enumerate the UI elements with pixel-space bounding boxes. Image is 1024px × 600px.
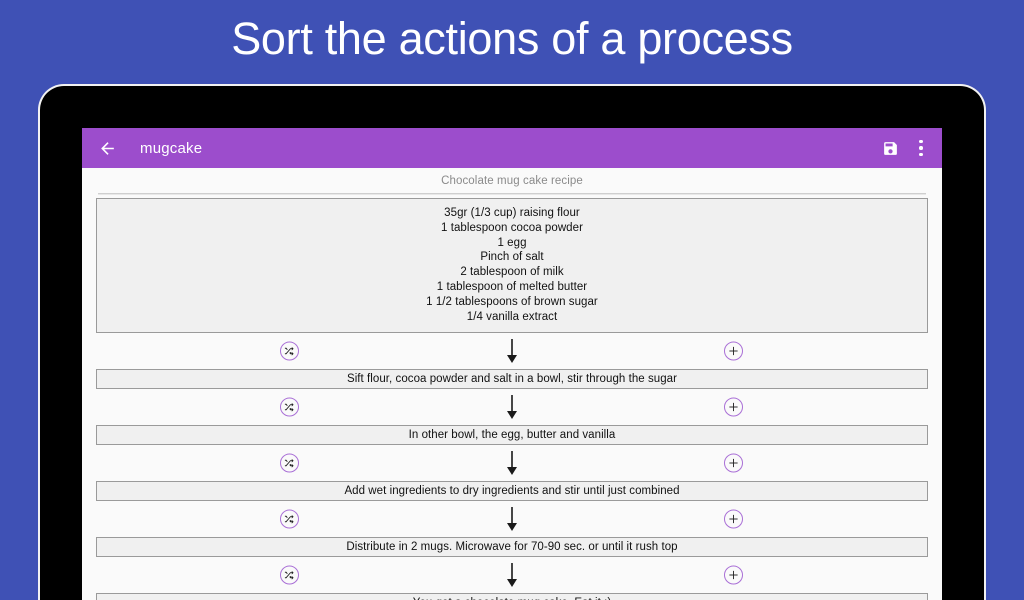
- connector-row: [96, 557, 928, 593]
- ingredient-line: Pinch of salt: [480, 251, 544, 264]
- step-text: Sift flour, cocoa powder and salt in a b…: [346, 373, 677, 386]
- more-vertical-icon-dot-3: [919, 152, 923, 157]
- connector-row: [96, 389, 928, 425]
- step-text: You got a chocolate mug cake. Eat it :): [413, 597, 611, 600]
- save-floppy-icon: [883, 141, 897, 155]
- more-vertical-icon-dot-1: [919, 139, 923, 144]
- arrow-left-icon: [100, 141, 114, 155]
- shuffle-icon: [284, 347, 294, 356]
- process-title: Chocolate mug cake recipe: [441, 175, 583, 187]
- shuffle-icon: [284, 459, 294, 468]
- connector-row: [96, 333, 928, 369]
- shuffle-button[interactable]: [280, 397, 299, 417]
- flow-arrow: [505, 338, 519, 364]
- add-step-button[interactable]: [724, 565, 743, 585]
- step-row[interactable]: Distribute in 2 mugs. Microwave for 70-9…: [96, 537, 928, 558]
- add-step-button[interactable]: [724, 397, 743, 417]
- add-step-button[interactable]: [724, 341, 743, 361]
- step-row[interactable]: Add wet ingredients to dry ingredients a…: [96, 481, 928, 502]
- ingredient-line: 2 tablespoon of milk: [460, 266, 564, 279]
- flow-arrow: [505, 506, 519, 532]
- arrow-down-icon: [507, 394, 517, 419]
- flow-arrow: [505, 394, 519, 420]
- tablet-screen: mugcake Chocolate mug cake recipe 35gr (…: [82, 128, 942, 600]
- overflow-menu-button[interactable]: [910, 134, 932, 162]
- plus-circle-icon: [729, 515, 738, 524]
- shuffle-icon: [284, 403, 294, 412]
- ingredient-line: 1 1/2 tablespoons of brown sugar: [426, 295, 598, 308]
- app-bar: mugcake: [82, 128, 942, 168]
- shuffle-button[interactable]: [280, 341, 299, 361]
- promo-headline: Sort the actions of a process: [231, 13, 793, 64]
- arrow-down-icon: [507, 338, 517, 363]
- ingredient-line: 1/4 vanilla extract: [466, 310, 558, 323]
- ingredient-line: 1 tablespoon of melted butter: [436, 280, 588, 293]
- step-text: In other bowl, the egg, butter and vanil…: [408, 429, 616, 442]
- step-text: Add wet ingredients to dry ingredients a…: [344, 485, 680, 498]
- flow-arrow: [505, 450, 519, 476]
- ingredient-line: 1 egg: [497, 236, 527, 249]
- arrow-down-icon: [507, 562, 517, 587]
- shuffle-button[interactable]: [280, 565, 299, 585]
- save-button[interactable]: [876, 134, 904, 162]
- plus-circle-icon: [729, 403, 738, 412]
- step-row[interactable]: Sift flour, cocoa powder and salt in a b…: [96, 369, 928, 390]
- ingredient-line: 35gr (1/3 cup) raising flour: [444, 207, 580, 219]
- ingredients-card[interactable]: 35gr (1/3 cup) raising flour 1 tablespoo…: [96, 198, 928, 334]
- step-row[interactable]: In other bowl, the egg, butter and vanil…: [96, 425, 928, 446]
- shuffle-icon: [284, 515, 294, 524]
- shuffle-button[interactable]: [280, 509, 299, 529]
- arrow-down-icon: [507, 450, 517, 475]
- add-step-button[interactable]: [724, 453, 743, 473]
- connector-row: [96, 445, 928, 481]
- step-text: Distribute in 2 mugs. Microwave for 70-9…: [346, 541, 678, 554]
- connector-row: [96, 501, 928, 537]
- app-bar-title: mugcake: [140, 139, 203, 157]
- shuffle-button[interactable]: [280, 453, 299, 473]
- back-button[interactable]: [92, 133, 122, 163]
- tablet-frame: mugcake Chocolate mug cake recipe 35gr (…: [38, 84, 986, 600]
- more-vertical-icon-dot-2: [919, 146, 923, 150]
- add-step-button[interactable]: [724, 509, 743, 529]
- plus-circle-icon: [729, 571, 738, 580]
- arrow-down-icon: [507, 506, 517, 531]
- shuffle-icon: [284, 571, 294, 580]
- plus-circle-icon: [729, 459, 738, 468]
- ingredient-line: 1 tablespoon cocoa powder: [441, 221, 583, 234]
- process-content: Chocolate mug cake recipe 35gr (1/3 cup)…: [82, 168, 942, 600]
- plus-circle-icon: [729, 347, 738, 356]
- step-row[interactable]: You got a chocolate mug cake. Eat it :): [96, 593, 928, 600]
- flow-arrow: [505, 562, 519, 588]
- title-divider: [98, 193, 926, 195]
